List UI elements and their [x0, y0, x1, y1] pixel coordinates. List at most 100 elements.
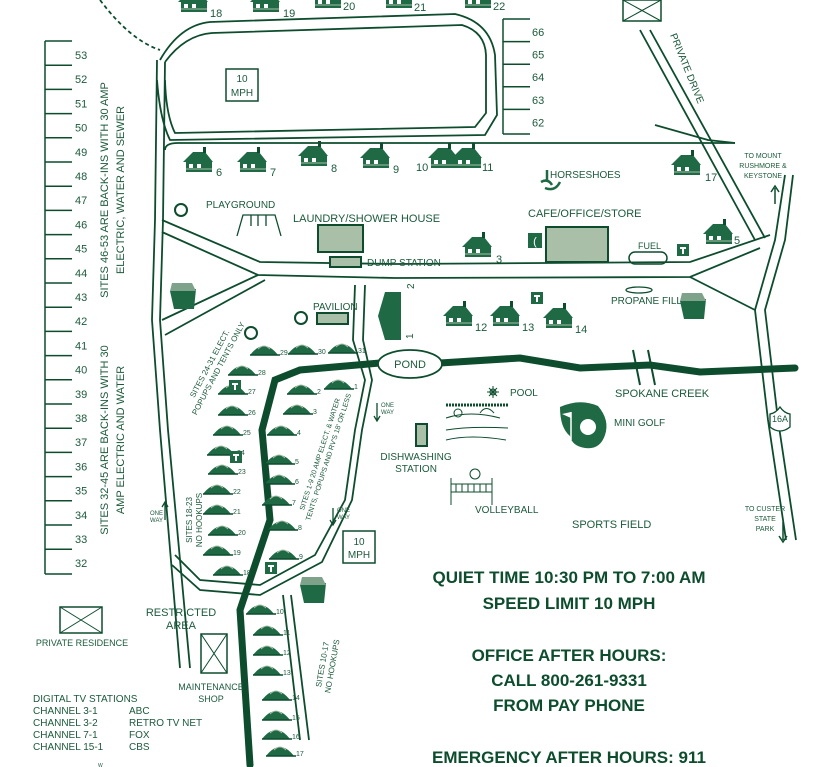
- site-number: 36: [75, 461, 87, 473]
- pavilion-building: [316, 312, 349, 325]
- west-road-inner: [159, 61, 191, 669]
- horseshoes: HORSESHOES: [540, 170, 621, 191]
- arrow-up-icon: [770, 184, 780, 204]
- svg-text:SITES 32-45 ARE BACK-INS WITH: SITES 32-45 ARE BACK-INS WITH 30: [99, 345, 111, 535]
- tent-site-label: 27: [248, 389, 256, 396]
- tent-site-label: 6: [295, 479, 299, 486]
- west-road-outer: [151, 59, 181, 669]
- tent-site-label: 21: [233, 509, 241, 516]
- cabin-13: [489, 300, 521, 327]
- site-number: 32: [75, 558, 87, 570]
- note-sites-18-23: SITES 18-23 NO HOOKUPS: [185, 493, 204, 547]
- tent-site-label: 15: [292, 715, 300, 722]
- note-sites-32-45: SITES 32-45 ARE BACK-INS WITH 30 AMP ELE…: [99, 345, 127, 535]
- tree-icon: [294, 311, 308, 325]
- svg-text:9: 9: [393, 164, 399, 176]
- pond-label: POND: [394, 359, 426, 371]
- cabin-12-label: 12: [475, 322, 487, 334]
- svg-text:8: 8: [331, 163, 337, 175]
- site-number: 49: [75, 147, 87, 159]
- site-number: 46: [75, 219, 87, 231]
- svg-text:MPH: MPH: [231, 88, 253, 99]
- cabin-14-label: 14: [575, 324, 587, 336]
- svg-text:SITES 46-53 ARE BACK-INS WITH: SITES 46-53 ARE BACK-INS WITH 30 AMP: [99, 82, 111, 298]
- water-faucet-icon: [677, 244, 689, 256]
- tree-icon: [174, 203, 188, 217]
- site-number: 41: [75, 340, 87, 352]
- tent-site-label: 20: [238, 530, 246, 537]
- cabin-label: 22: [493, 1, 505, 13]
- site-number: 48: [75, 171, 87, 183]
- svg-text:PARK: PARK: [756, 526, 775, 533]
- cabin-17: [670, 149, 702, 176]
- laundry-label: LAUNDRY/SHOWER HOUSE: [293, 213, 440, 225]
- tent-site-label: 18: [243, 570, 251, 577]
- pond: [377, 349, 443, 379]
- dumpster-icon: [300, 577, 326, 603]
- tent-site-icon: [212, 425, 244, 436]
- cabin-3: [461, 231, 493, 258]
- emergency-text: EMERGENCY AFTER HOURS: 911: [432, 748, 706, 767]
- tent-site-label: 12: [283, 650, 291, 657]
- svg-text:ONE: ONE: [337, 508, 350, 514]
- campground-info: QUIET TIME 10:30 PM TO 7:00 AM SPEED LIM…: [432, 568, 706, 767]
- sports-field-label: SPORTS FIELD: [572, 519, 651, 531]
- tv-title: DIGITAL TV STATIONS: [33, 694, 138, 705]
- site-number: 47: [75, 195, 87, 207]
- svg-text:16A: 16A: [772, 414, 788, 424]
- tent-site-icon: [265, 746, 297, 757]
- tent-site-icon: [207, 525, 239, 536]
- water-faucet-icon: [230, 451, 242, 463]
- svg-text:RUSHMORE &: RUSHMORE &: [739, 163, 787, 170]
- tent-site-icon: [202, 484, 234, 495]
- site-number: 38: [75, 413, 87, 425]
- private-residence-top: [622, 0, 662, 22]
- fuel-label: FUEL: [638, 241, 661, 251]
- tent-site-icon: [227, 365, 259, 376]
- svg-text:ELECTRIC, WATER AND SEWER: ELECTRIC, WATER AND SEWER: [115, 106, 127, 274]
- cabin-label: 21: [414, 2, 426, 14]
- lower-road-a: [282, 594, 301, 741]
- tent-site-icon: [264, 454, 296, 465]
- pool-label: POOL: [510, 388, 538, 399]
- dump-station-label: DUMP STATION: [367, 258, 441, 269]
- dumpster-icon: [680, 293, 706, 319]
- tent-site-label: 26: [248, 410, 256, 417]
- tent-site-label: 22: [233, 489, 241, 496]
- tent-site-label: 3: [313, 409, 317, 416]
- tent-site-label: 16: [292, 734, 300, 741]
- quiet-time-text: QUIET TIME 10:30 PM TO 7:00 AM: [432, 568, 705, 587]
- svg-text:TO MOUNT: TO MOUNT: [744, 153, 782, 160]
- left-site-ladder: 5352515049484746454443424140393837363534…: [44, 40, 87, 575]
- svg-text:SITES 18-23: SITES 18-23: [185, 497, 194, 543]
- one-way-sign: ONE WAY: [329, 508, 350, 527]
- tent-site-label: 9: [299, 554, 303, 561]
- main-road-upper: [161, 219, 771, 265]
- office-hours-text: OFFICE AFTER HOURS:: [472, 646, 667, 665]
- playground-label: PLAYGROUND: [206, 200, 275, 211]
- highway-connector: [689, 276, 756, 311]
- site-number: 37: [75, 437, 87, 449]
- creek-bridge: [632, 349, 656, 386]
- sun-icon: [487, 386, 499, 398]
- tent-site-icon: [249, 345, 281, 356]
- tent-site-icon: [323, 379, 355, 390]
- cabin-label: 20: [343, 1, 355, 13]
- tent-site-icon: [261, 710, 293, 721]
- cabin-row: 6 7 8 9 10 11: [182, 140, 493, 179]
- dishwashing-label: STATION: [395, 464, 437, 475]
- cafe-building: [545, 226, 609, 263]
- site-number: 64: [532, 72, 544, 84]
- highway-16a-east: [764, 174, 797, 541]
- tent-site-label: 1: [354, 384, 358, 391]
- pavilion-label: PAVILION: [313, 302, 358, 313]
- tv-station: RETRO TV NET: [129, 718, 202, 729]
- phone-icon: [528, 233, 542, 248]
- pay-phone-text: FROM PAY PHONE: [493, 696, 645, 715]
- propane-label: PROPANE FILL: [611, 296, 682, 307]
- tv-channel: CHANNEL 15-1: [33, 742, 104, 753]
- svg-text:AMP ELECTRIC AND WATER: AMP ELECTRIC AND WATER: [115, 366, 127, 514]
- office-phone-text: CALL 800-261-9331: [491, 671, 647, 690]
